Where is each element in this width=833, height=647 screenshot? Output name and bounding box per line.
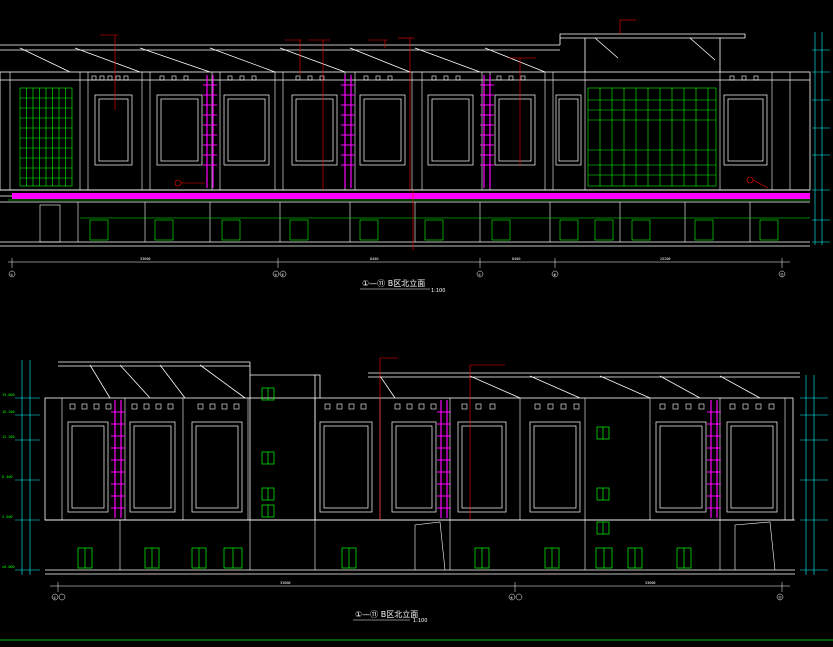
- top-dimension-line: [8, 258, 790, 278]
- level-mark-3: 8.400: [2, 475, 13, 479]
- axis-tag-bottom-3: ⑪: [778, 595, 782, 600]
- level-mark-4: 12.300: [2, 435, 15, 439]
- top-elevation: [0, 33, 811, 247]
- bottom-dimension-line: [50, 582, 790, 601]
- bottom-accent-columns: [111, 400, 721, 518]
- axis-tag-top-5: ⑧: [553, 273, 557, 277]
- axis-tag-bottom-2: ⑥: [510, 596, 514, 600]
- bottom-elevation-title: ①—⑪ B区北立面: [355, 609, 418, 619]
- bottom-dim-1: 33600: [280, 581, 291, 585]
- top-elevation-scale: 1:100: [431, 288, 445, 294]
- top-glazing: [8, 87, 810, 241]
- top-accent-columns: [12, 75, 810, 199]
- bottom-dim-2: 33600: [645, 581, 656, 585]
- level-mark-1: ±0.000: [2, 565, 15, 569]
- top-dim-3: 8400: [512, 257, 520, 261]
- axis-tag-top-1: ①: [10, 273, 14, 277]
- top-dim-4: 25200: [660, 257, 671, 261]
- axis-tag-top-4: ⑦: [478, 273, 482, 277]
- top-level-marks: [812, 32, 830, 245]
- top-leaders: [100, 19, 769, 250]
- axis-tag-top-6: ⑪: [780, 272, 784, 277]
- bottom-elevation: [44, 361, 800, 575]
- level-mark-2: 4.500: [2, 515, 13, 519]
- bottom-glazing: [0, 387, 833, 641]
- level-mark-6: 19.800: [2, 393, 15, 397]
- top-dim-2: 8400: [370, 257, 378, 261]
- top-dim-1: 33600: [140, 257, 151, 261]
- axis-tag-top-2: ⑤: [274, 273, 278, 277]
- top-elevation-title: ①—⑪ B区北立面: [362, 278, 425, 288]
- bottom-leaders: [379, 357, 505, 520]
- axis-tag-top-3: ⑥: [281, 273, 285, 277]
- bottom-level-marks: [15, 360, 828, 575]
- level-mark-5: 16.200: [2, 410, 15, 414]
- axis-tag-bottom-1: ①: [53, 596, 57, 600]
- bottom-elevation-scale: 1:100: [413, 618, 427, 624]
